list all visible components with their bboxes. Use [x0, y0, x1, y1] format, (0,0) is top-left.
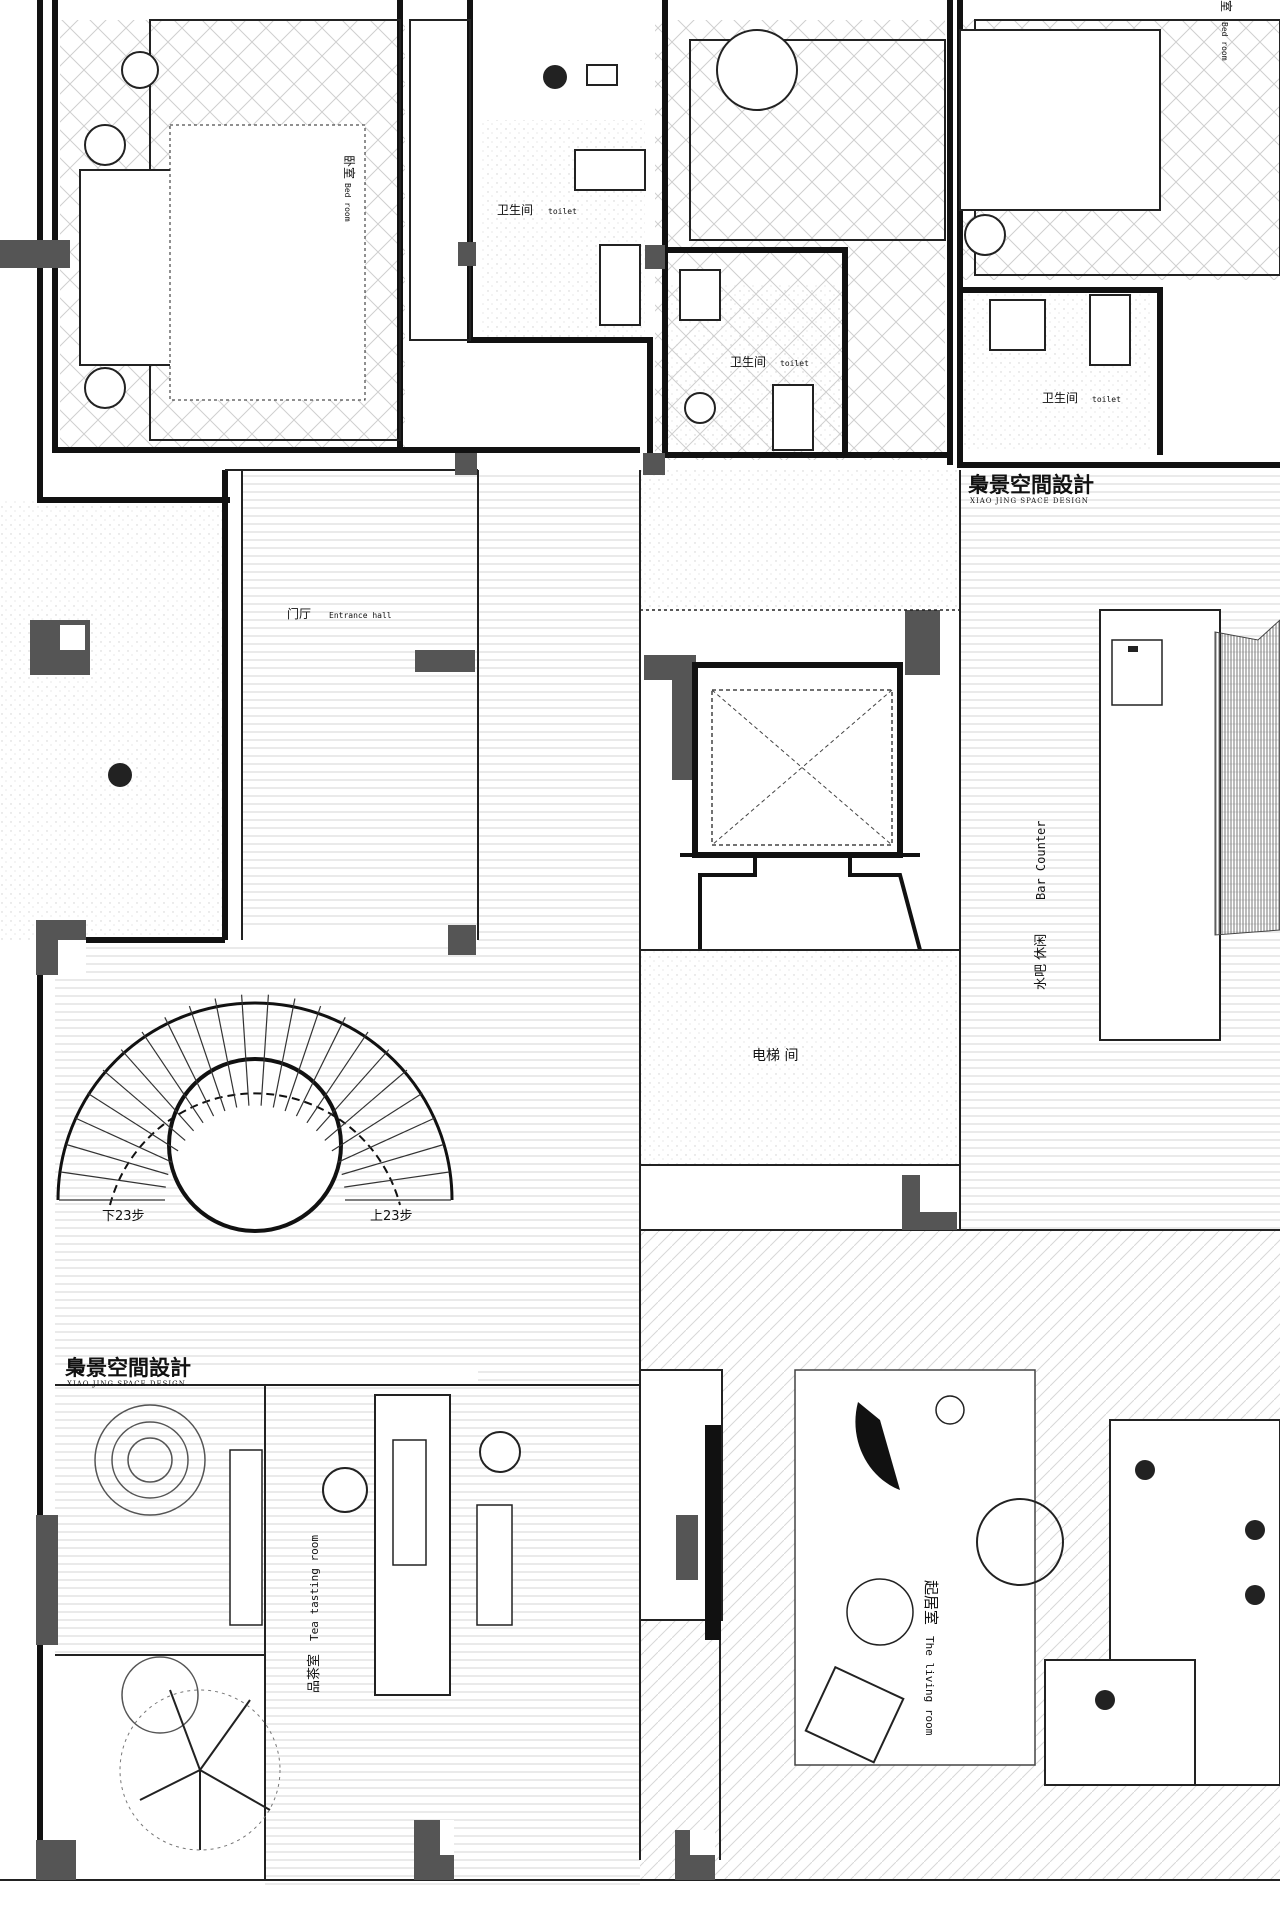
elevator-label: 电梯 间 — [752, 1048, 798, 1064]
tea-room-label-en: Tea tasting room — [308, 1535, 321, 1641]
stair-tread — [295, 1017, 346, 1117]
stair-tread — [341, 1143, 444, 1176]
stair-tread — [241, 994, 250, 1106]
people-figures — [108, 65, 1265, 1710]
room-labels: 卧室 Bed room 室 Bed room 卫生间 toilet 卫生间 to… — [102, 0, 1234, 1736]
brand-watermark-top: 梟景空間設計 XIAO JING SPACE DESIGN — [967, 472, 1094, 505]
toilet-1-label: 卫生间 — [497, 203, 533, 217]
bar-counter — [1099, 609, 1280, 1041]
stair-tread — [66, 1143, 169, 1176]
brand-subtitle: XIAO JING SPACE DESIGN — [970, 497, 1089, 505]
stair-tread — [102, 1069, 186, 1141]
stair-tread — [188, 1005, 226, 1112]
stair-tread — [74, 1117, 173, 1163]
stair-tread — [214, 998, 238, 1108]
tree — [119, 1689, 281, 1851]
tea-room-label: 品茶室 — [306, 1654, 322, 1693]
stair-tread — [260, 994, 269, 1106]
elevator-shaft — [640, 609, 960, 1166]
toilet-3-label: 卫生间 — [1042, 391, 1078, 405]
stair-tread — [120, 1049, 195, 1132]
bedroom-label-en: Bed room — [343, 183, 352, 222]
living-room-label-en: The living room — [923, 1636, 936, 1736]
stair-tread — [60, 1171, 166, 1188]
stair-tread — [87, 1092, 179, 1152]
toilet-2-label-en: toilet — [780, 359, 809, 368]
brand-name-2: 梟景空間設計 — [64, 1355, 191, 1380]
entrance-label: 门厅 — [287, 606, 311, 621]
stair-treads — [59, 994, 451, 1201]
stair-tread — [164, 1017, 215, 1117]
tea-table — [94, 1394, 521, 1734]
toilet-1-label-en: toilet — [548, 207, 577, 216]
living-room-label: 起居室 — [922, 1580, 940, 1625]
bar-label: 水吧 休闲 — [1034, 934, 1049, 990]
stair-tread — [344, 1171, 450, 1188]
stair-tread — [306, 1031, 369, 1124]
stair-tread — [141, 1031, 204, 1124]
stair-up-label: 上23步 — [370, 1209, 413, 1224]
floor-fills — [0, 20, 1280, 1885]
bath-fixtures — [574, 64, 1131, 451]
stair-tread — [284, 1005, 322, 1112]
stair-tread — [337, 1117, 436, 1163]
bedroom-furniture — [79, 29, 1161, 409]
brand-watermark-bottom: 梟景空間設計 XIAO JING SPACE DESIGN — [64, 1355, 191, 1388]
entrance-label-en: Entrance hall — [329, 611, 392, 620]
bedroom-right-label-en: Bed room — [1220, 22, 1229, 61]
stair-tread — [272, 998, 296, 1108]
brand-name: 梟景空間設計 — [967, 472, 1094, 497]
spiral-stair — [56, 1001, 454, 1233]
column-cutouts — [58, 625, 957, 1855]
toilet-3-label-en: toilet — [1092, 395, 1121, 404]
bedroom-label: 卧室 — [342, 155, 357, 179]
brand-subtitle-2: XIAO JING SPACE DESIGN — [67, 1380, 186, 1388]
stair-tread — [324, 1069, 408, 1141]
bar-label-en: Bar Counter — [1034, 821, 1048, 900]
stair-tread — [315, 1049, 390, 1132]
toilet-2-label: 卫生间 — [730, 355, 766, 369]
stair-tread — [331, 1092, 423, 1152]
stair-down-label: 下23步 — [102, 1209, 145, 1224]
bedroom-right-label: 室 — [1219, 0, 1234, 12]
